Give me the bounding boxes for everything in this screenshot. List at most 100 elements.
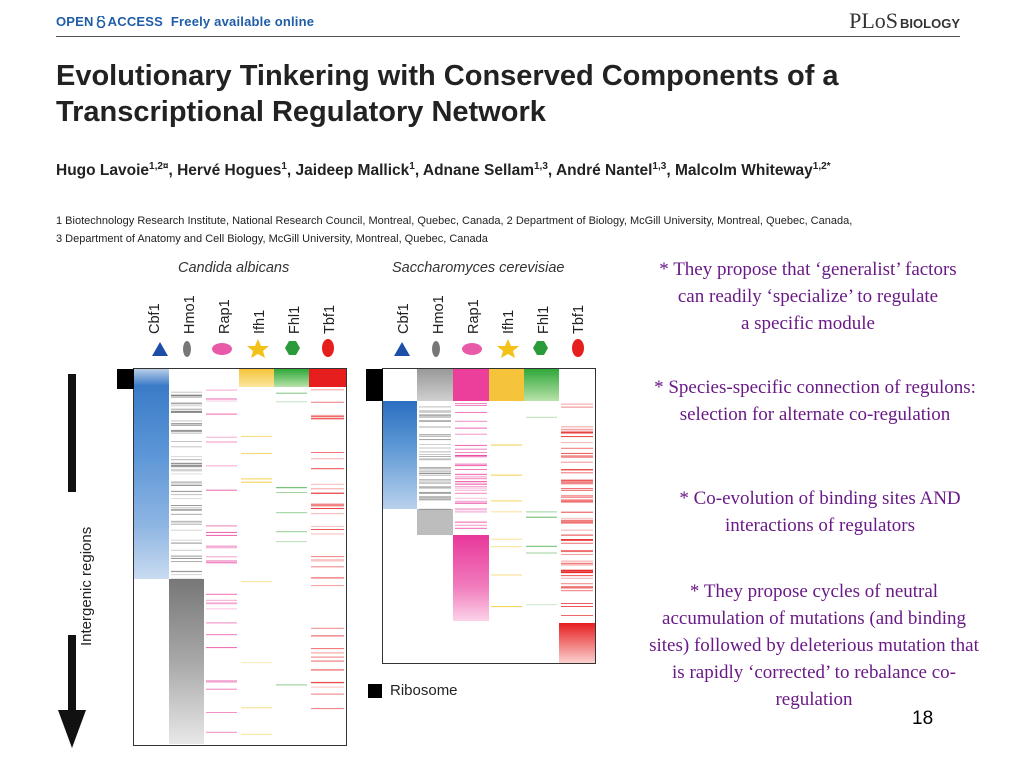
heatmap-line	[311, 505, 344, 507]
heatmap-line	[171, 441, 202, 442]
heatmap-line	[206, 622, 237, 624]
heatmap-line	[311, 513, 344, 515]
heatmap-line	[455, 487, 487, 489]
heatmap-line	[311, 560, 344, 562]
heatmap-line	[455, 478, 487, 480]
heatmap-line	[311, 660, 344, 662]
heatmap-line	[311, 389, 344, 391]
heatmap-line	[561, 517, 593, 519]
heatmap-line	[171, 464, 202, 466]
heatmap-line	[171, 529, 202, 531]
gene-label: Rap1	[217, 299, 233, 334]
heatmap-line	[561, 469, 593, 471]
heatmap-line	[491, 574, 522, 576]
heatmap-line	[171, 456, 202, 458]
note-species-specific: * Species-specific connection of regulon…	[610, 374, 1020, 428]
heatmap-line	[311, 416, 344, 417]
heatmap-line	[561, 575, 593, 577]
heatmap-line	[455, 481, 487, 482]
heatmap-line	[455, 524, 487, 526]
heatmap-line	[206, 608, 237, 610]
heatmap-line	[311, 468, 344, 470]
heatmap-line	[491, 546, 522, 548]
heatmap-line	[561, 529, 593, 531]
heatmap-line	[311, 452, 344, 453]
heatmap-line	[171, 490, 202, 492]
heatmap-line	[561, 436, 593, 438]
heatmap-line	[311, 708, 344, 710]
heatmap-line	[171, 394, 202, 396]
rap1-block-right	[453, 535, 489, 621]
heatmap-candida	[117, 368, 347, 746]
heatmap-line	[206, 560, 237, 562]
heatmap-line	[561, 489, 593, 491]
heatmap-line	[171, 509, 202, 511]
heatmap-line	[455, 497, 487, 499]
arrow-head-icon	[58, 710, 86, 748]
heatmap-line	[419, 416, 451, 418]
heatmap-line	[561, 495, 593, 497]
heatmap-line	[419, 454, 451, 455]
heatmap-line	[276, 531, 307, 533]
heatmap-line	[171, 423, 202, 425]
heatmap-line	[241, 435, 272, 437]
heatmap-line	[561, 554, 593, 555]
gene-label: Hmo1	[431, 295, 447, 334]
heatmap-line	[561, 521, 593, 523]
author-affiliation-mark: 1,2*	[812, 161, 831, 172]
heatmap-line	[561, 587, 593, 589]
affiliation-line-2: 3 Department of Anatomy and Cell Biology…	[56, 233, 488, 245]
freely-available-label: Freely available online	[170, 14, 315, 29]
heatmap-line	[561, 542, 593, 544]
heatmap-line	[419, 496, 451, 498]
heatmap-line	[419, 420, 451, 422]
heatmap-line	[206, 398, 237, 400]
heatmap-line	[206, 603, 237, 605]
heatmap-line	[561, 481, 593, 483]
heatmap-line	[276, 541, 307, 543]
heatmap-line	[311, 401, 344, 403]
heatmap-line	[419, 473, 451, 475]
author-name: André Nantel	[555, 162, 653, 180]
heatmap-line	[419, 414, 451, 416]
heatmap-line	[419, 486, 451, 488]
affiliations: 1 Biotechnology Research Institute, Nati…	[56, 212, 966, 248]
heatmap-line	[171, 523, 202, 525]
heatmap-line	[311, 402, 344, 403]
heatmap-line	[455, 522, 487, 524]
heatmap-line	[171, 411, 202, 413]
heatmap-line	[561, 534, 593, 536]
heatmap-line	[206, 556, 237, 558]
heatmap-line	[171, 405, 202, 407]
heatmap-line	[455, 444, 487, 446]
heatmap-line	[171, 424, 202, 426]
heatmap-line	[561, 583, 593, 585]
heatmap-line	[561, 432, 593, 434]
heatmap-line	[455, 448, 487, 450]
heatmap-line	[241, 707, 272, 709]
heatmap-line	[561, 539, 593, 540]
factor-symbols-left	[152, 339, 334, 358]
heatmap-line	[455, 463, 487, 465]
heatmap-line	[561, 455, 593, 457]
gene-label: Fhl1	[287, 305, 303, 334]
note-line: * Co-evolution of binding sites AND	[679, 488, 961, 509]
gene-label: Rap1	[466, 299, 482, 334]
heatmap-line	[561, 483, 593, 485]
heatmap-line	[419, 434, 451, 436]
red-oval-icon	[572, 339, 584, 357]
heatmap-line	[311, 468, 344, 470]
heatmap-line	[206, 602, 237, 604]
heatmap-line	[419, 411, 451, 413]
gene-label: Cbf1	[396, 303, 412, 334]
heatmap-line	[561, 469, 593, 470]
heatmap-line	[455, 511, 487, 513]
heatmap-line	[455, 500, 487, 502]
page-number: 18	[912, 708, 934, 729]
heatmap-line	[561, 461, 593, 463]
heatmap-line	[171, 465, 202, 467]
heatmap-line	[311, 492, 344, 494]
heatmap-line	[561, 551, 593, 553]
title-line-2: Transcriptional Regulatory Network	[56, 96, 546, 128]
